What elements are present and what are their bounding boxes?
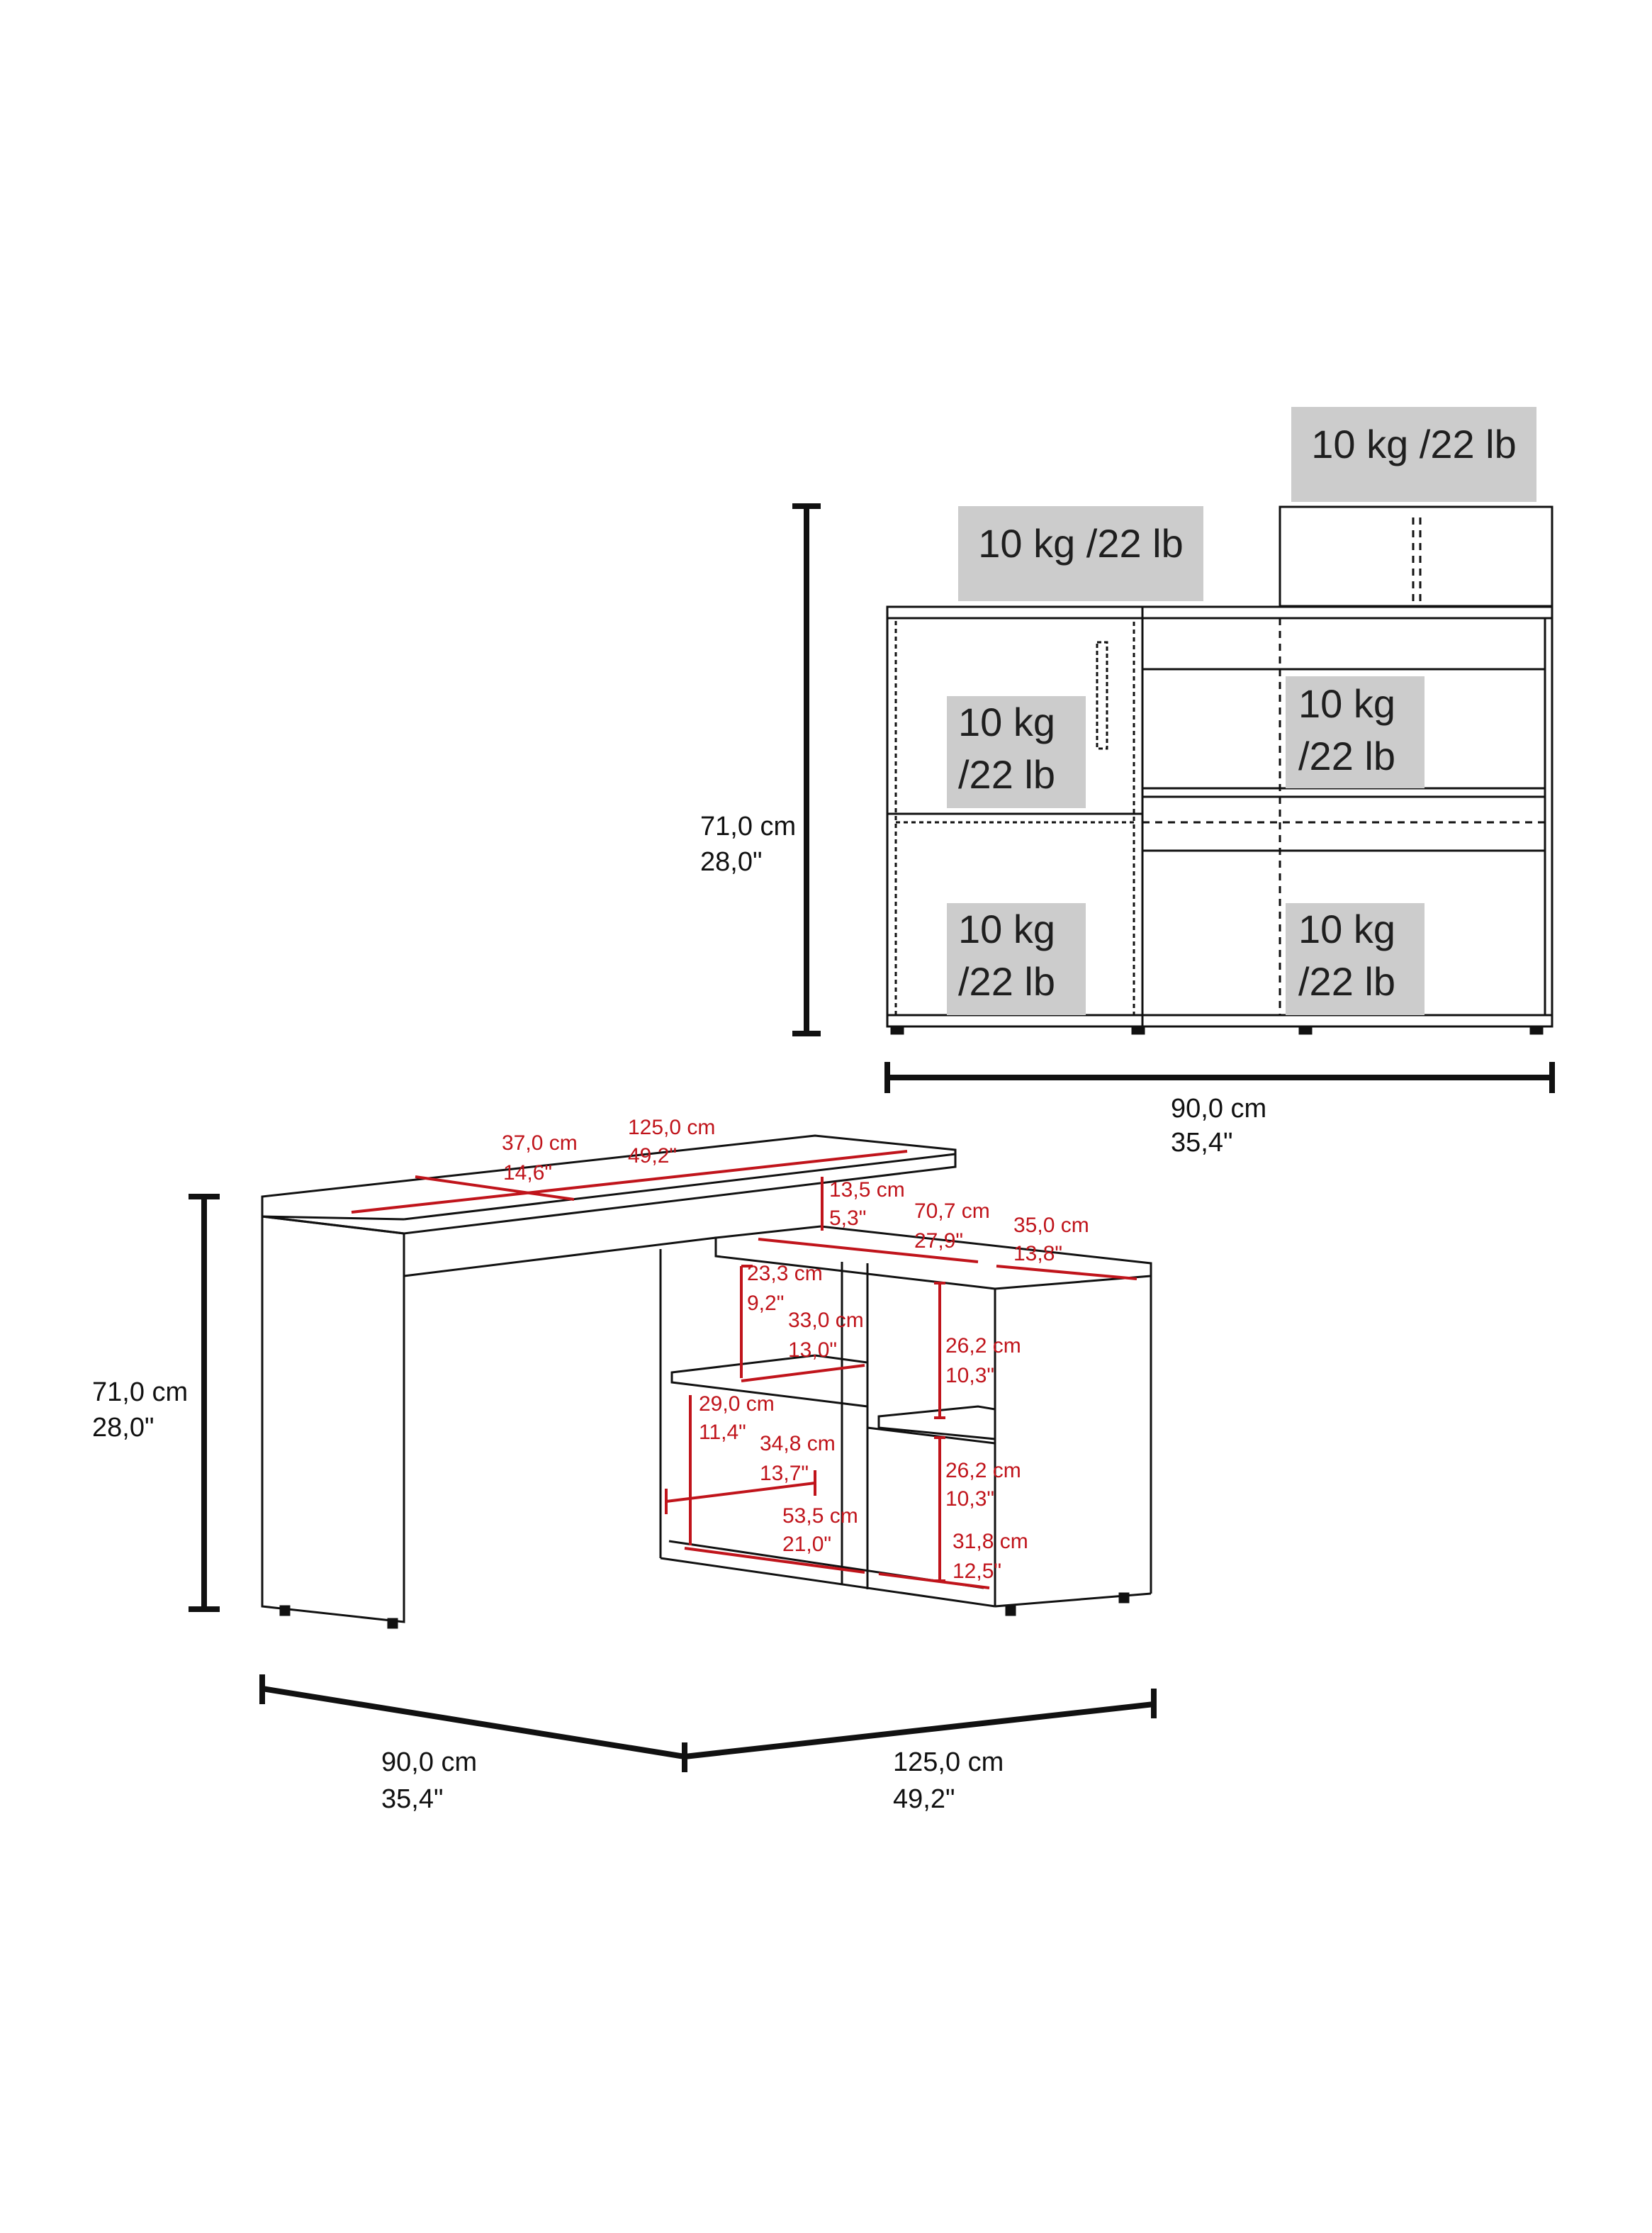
inner-dimension-ticks [665,1265,945,1582]
dim-bottom-width-cm: 53,5 cm [782,1504,858,1528]
dim-cabinet-depth-cm: 35,0 cm [1013,1214,1089,1237]
front-width-dimension [884,1062,1555,1093]
load-badge: 10 kg /22 lb [947,903,1086,1015]
right-shelf [877,1405,996,1440]
badge-bg [1286,676,1425,788]
badge-text: 10 kg [1298,681,1395,726]
side-width-cm: 90,0 cm [381,1747,477,1777]
load-badge: 10 kg /22 lb [947,696,1086,808]
top-depth-line [415,1175,575,1201]
left-lower-width-line [665,1482,816,1503]
foot-4 [1529,1025,1544,1035]
load-badge: 10 kg /22 lb [1291,407,1536,502]
perspective-view [261,1134,1152,1629]
top-length-line [351,1150,908,1214]
left-leg [261,1215,405,1623]
left-upper-width-line [741,1364,865,1382]
dim-right-lower-height-in: 10,3" [945,1487,994,1511]
front-height-dimension [792,503,821,1036]
front-width-cm: 90,0 cm [1171,1094,1266,1124]
front-width-in: 49,2" [893,1784,955,1814]
foot-3 [1005,1605,1016,1616]
dim-left-upper-height-cm: 23,3 cm [747,1262,823,1285]
inner-dimension-lines [351,1150,1137,1589]
hutch-box [1279,505,1553,608]
dim-left-upper-height-in: 9,2" [747,1292,784,1315]
dim-top-length-cm: 125,0 cm [628,1116,715,1139]
dim-riser-height-cm: 13,5 cm [829,1178,905,1202]
foot-4 [1118,1592,1130,1604]
dim-cabinet-depth-in: 13,8" [1013,1242,1062,1265]
cabinet-length-line [758,1238,979,1263]
dim-right-lower-height-cm: 26,2 cm [945,1459,1021,1482]
badge-text: /22 lb [1298,734,1395,778]
dim-top-depth-in: 14,6" [503,1161,552,1185]
modesty-panel [403,1236,717,1277]
dim-top-depth-cm: 37,0 cm [502,1131,578,1155]
right-shelf-edge [867,1426,996,1445]
inner-dimension-labels: 37,0 cm 14,6" 125,0 cm 49,2" 13,5 cm 5,3… [502,1116,1089,1583]
dim-left-lower-width-in: 13,7" [760,1462,809,1485]
foot-1 [279,1605,291,1616]
foot-3 [1298,1025,1313,1035]
badge-bg [947,903,1086,1015]
front-width-line [684,1701,1154,1759]
front-height-cm: 71,0 cm [700,812,796,841]
load-badge: 10 kg /22 lb [1286,903,1425,1015]
load-badges: 10 kg /22 lb 10 kg /22 lb 10 kg /22 lb 1… [947,407,1536,1015]
side-width-in: 35,4" [381,1784,443,1814]
dim-left-upper-width-cm: 33,0 cm [788,1309,864,1332]
dim-left-upper-width-in: 13,0" [788,1338,837,1362]
badge-bg [1291,407,1536,502]
top-inner-edge [403,1153,956,1221]
foot-1 [890,1025,904,1035]
perspective-height-in: 28,0" [92,1413,154,1443]
front-width-cm: 125,0 cm [893,1747,1004,1777]
load-badge: 10 kg /22 lb [958,506,1203,601]
cabinet-depth-line [996,1265,1137,1280]
dim-right-upper-height-in: 10,3" [945,1364,994,1387]
cabinet-bottom [660,1557,996,1608]
door-outline [894,617,1135,1017]
dim-right-upper-height-cm: 26,2 cm [945,1334,1021,1358]
top-front-edge [262,1215,405,1221]
foot-2 [1131,1025,1145,1035]
door-handle [1096,641,1108,750]
side-width-line [262,1686,685,1759]
badge-text: 10 kg /22 lb [978,521,1184,566]
badge-text: 10 kg /22 lb [1311,422,1517,466]
dim-cabinet-length-cm: 70,7 cm [914,1199,990,1223]
badge-bg [947,696,1086,808]
badge-text: 10 kg [958,700,1055,744]
dim-left-lower-height-in: 11,4" [699,1421,746,1444]
front-height-in: 28,0" [700,847,762,877]
front-width-in: 35,4" [1171,1128,1232,1158]
left-shelf [670,1354,869,1408]
badge-bg [958,506,1203,601]
load-badge: 10 kg /22 lb [1286,676,1425,788]
badge-text: /22 lb [958,959,1055,1004]
badge-text: /22 lb [958,752,1055,797]
perspective-height-cm: 71,0 cm [92,1377,188,1407]
dim-cabinet-length-in: 27,9" [914,1229,963,1253]
badge-text: /22 lb [1298,959,1395,1004]
dim-riser-height-in: 5,3" [829,1207,866,1230]
perspective-width-dimensions [259,1674,1157,1772]
badge-text: 10 kg [1298,907,1395,951]
perspective-height-dimension [189,1194,220,1612]
badge-text: 10 kg [958,907,1055,951]
dim-bottom-width-in: 21,0" [782,1533,831,1556]
front-body [886,605,1553,1028]
foot-2 [387,1618,398,1629]
dim-left-lower-width-cm: 34,8 cm [760,1432,836,1455]
dim-right-bottom-width-cm: 31,8 cm [953,1530,1028,1553]
dim-top-length-in: 49,2" [628,1144,677,1168]
bottom-width-line [684,1547,865,1574]
dim-right-bottom-width-in: 12,5" [953,1560,1001,1583]
dim-left-lower-height-cm: 29,0 cm [699,1392,775,1416]
badge-bg [1286,903,1425,1015]
